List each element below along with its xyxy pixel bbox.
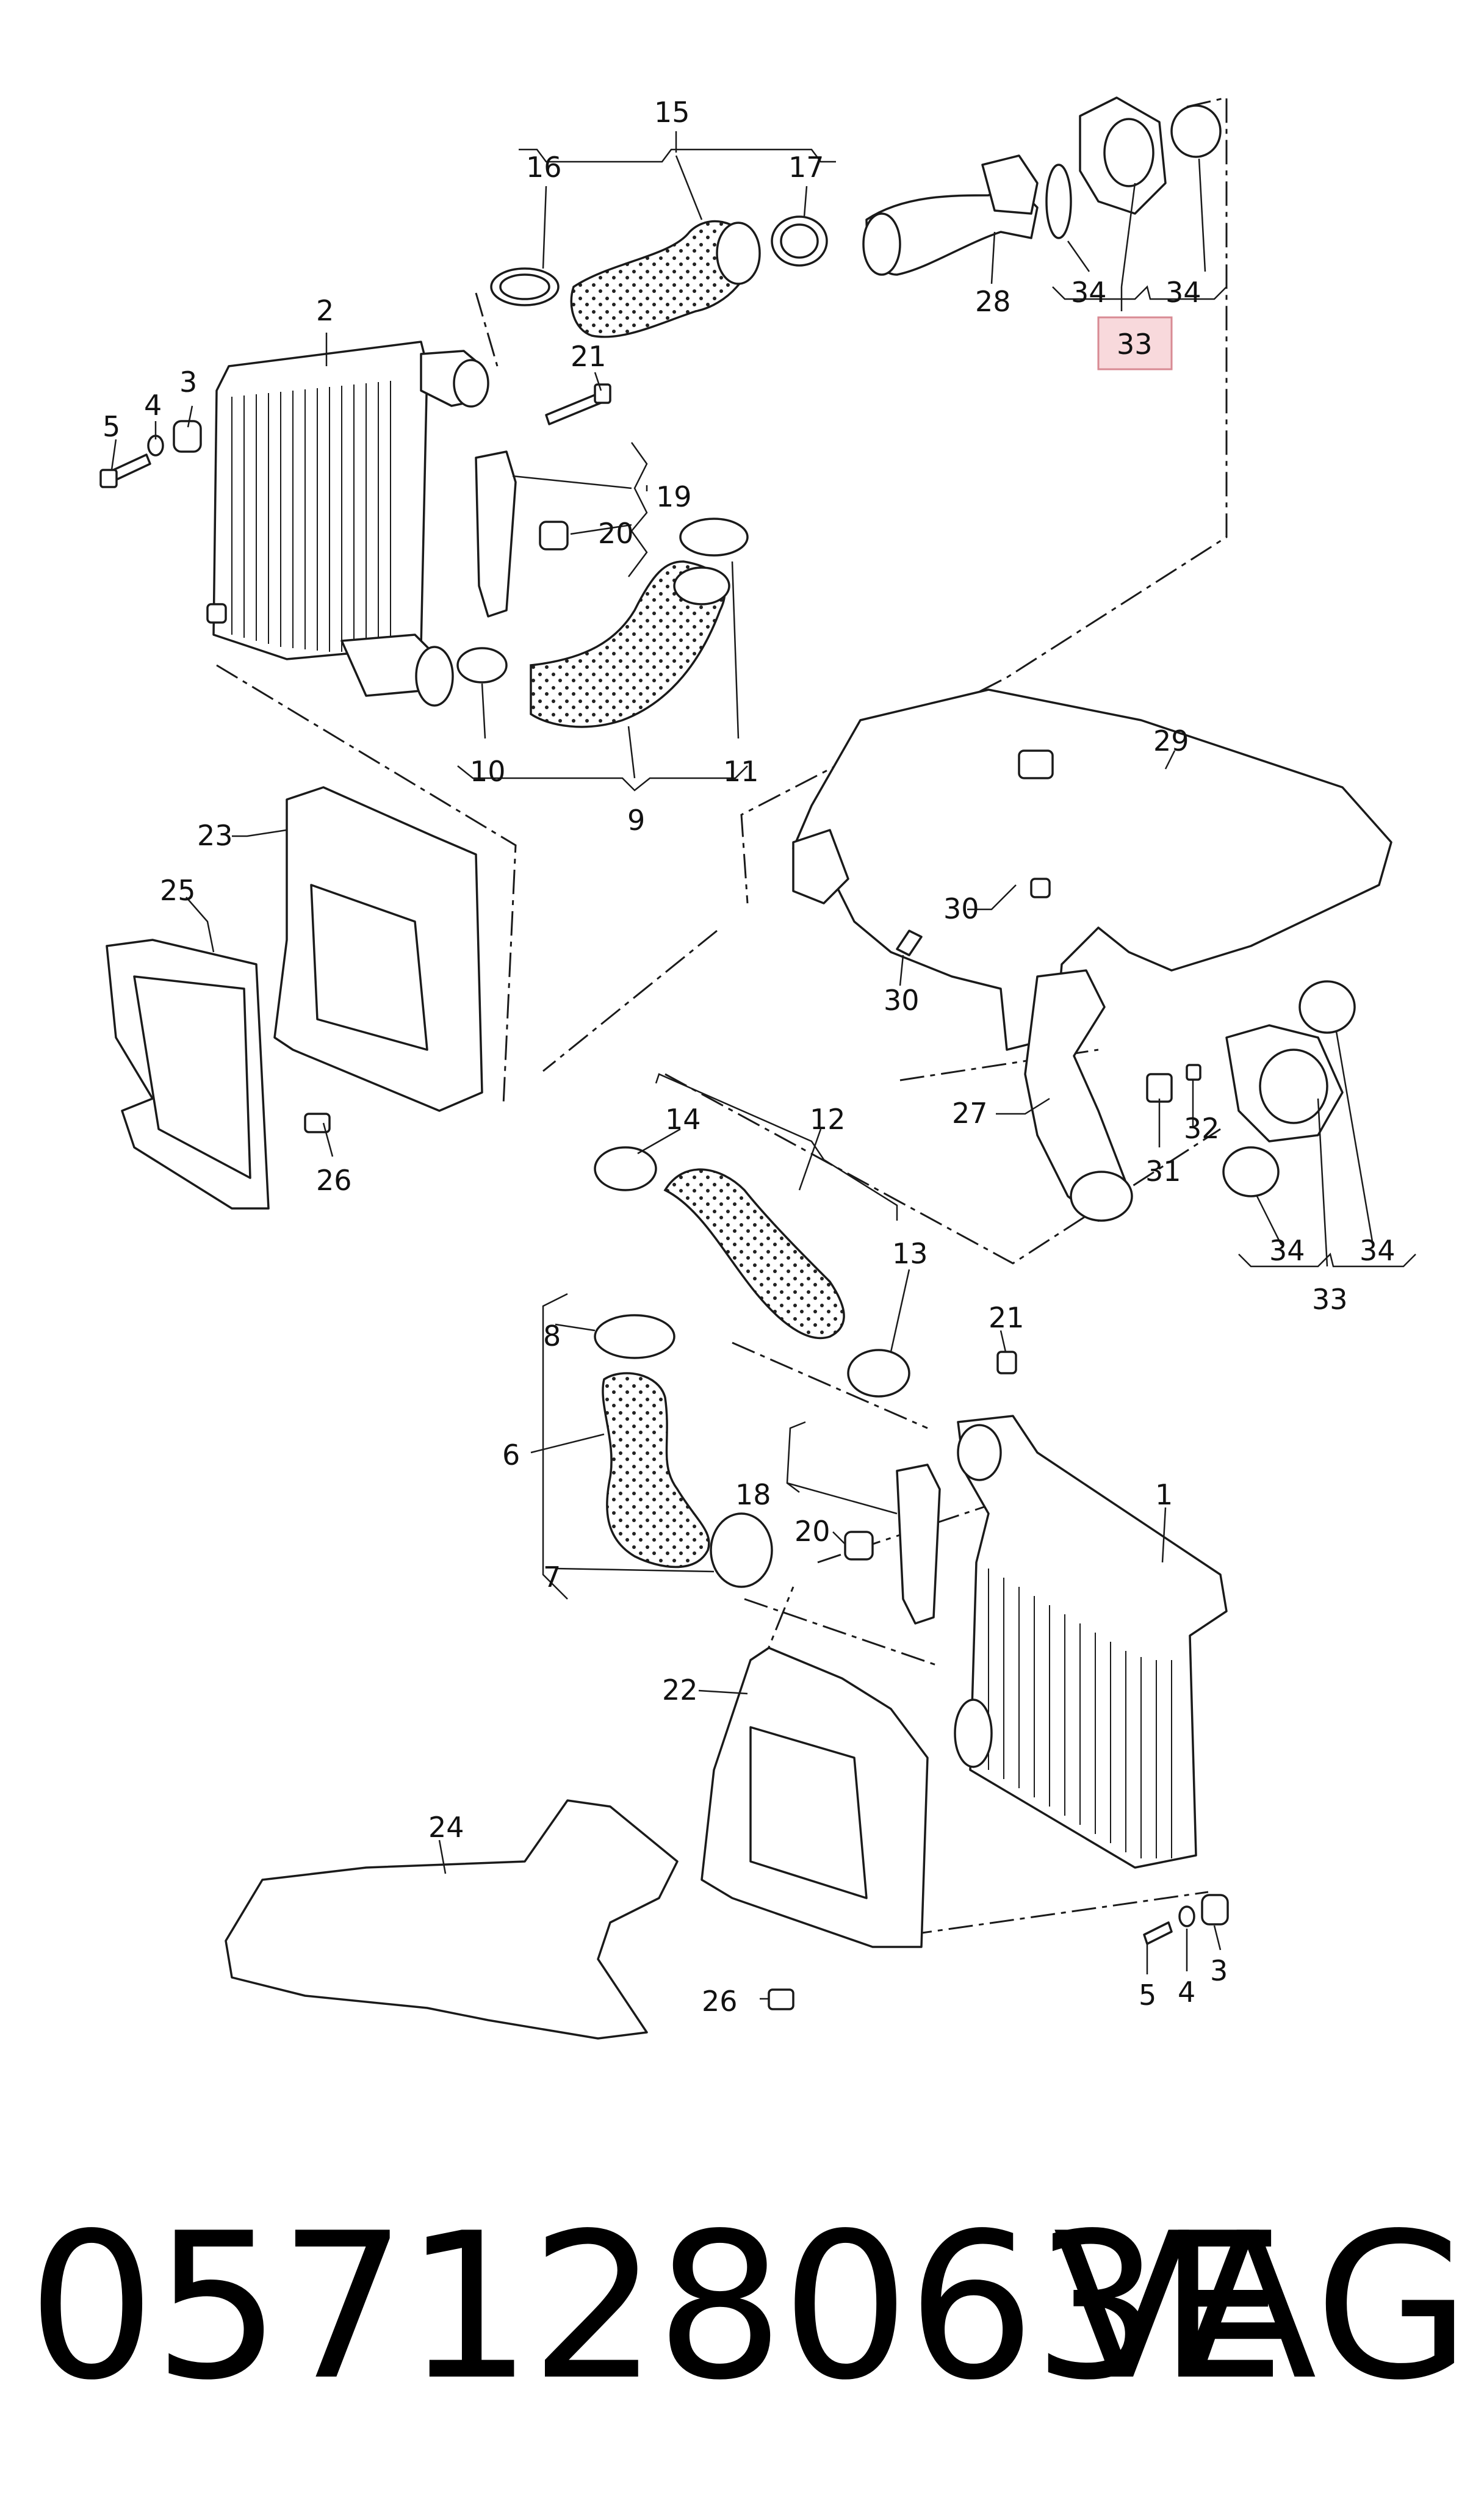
air-duct-23 [273,786,483,1112]
callout-34-upper-left: 34 [1071,276,1107,309]
callout-5-lower: 5 [1139,1979,1156,2012]
callout-28: 28 [975,285,1011,318]
callout-30-upper: 30 [943,892,979,925]
air-duct-24 [225,1799,679,2040]
upper-hose-assembly [490,215,828,338]
callout-34-lower-left: 34 [1269,1234,1305,1267]
bolt-26-upper [304,1113,331,1133]
callout-16: 16 [526,151,562,184]
flange-upper [1045,96,1222,239]
footer: 057128063E VAG [0,2173,1484,2441]
callout-33-lower: 33 [1312,1283,1348,1316]
brand-label: VAG [1053,2190,1472,2424]
callout-23: 23 [197,819,233,852]
callout-31: 31 [1145,1155,1181,1188]
callout-15: 15 [654,96,690,129]
callout-25: 25 [160,874,196,907]
callout-22: 22 [662,1673,698,1706]
callout-13: 13 [892,1237,928,1270]
hose-6-assembly [594,1314,773,1588]
callout-32: 32 [1184,1112,1220,1145]
pipe-27 [1024,969,1133,1222]
air-duct-22 [701,1647,929,1948]
callout-20-upper: 20 [598,517,634,550]
callout-4-lower: 4 [1178,1976,1195,2009]
callout-33-highlighted: 33 [1117,328,1153,361]
part-number: 057128063E [27,2190,1286,2424]
callout-6: 6 [502,1439,520,1471]
intercooler-lower-fins [988,1569,1172,1858]
callout-8: 8 [543,1320,561,1352]
bolt-washer-grommet-upper [99,420,202,488]
intake-manifold [792,688,1392,1051]
leader-lines [110,131,1416,2000]
callout-21-upper: 21 [571,340,607,373]
callout-24: 24 [428,1811,464,1844]
callout-12: 12 [810,1103,846,1136]
callout-5: 5 [103,410,120,443]
bolt-26-lower [768,1988,794,2010]
pipe-28 [862,154,1039,276]
bracket-lower [844,1351,1017,1625]
callout-21-lower: 21 [989,1301,1025,1334]
callout-19: 19 [656,480,692,513]
throttle-body-lower [1222,980,1356,1197]
sensor-31-32 [1146,1064,1201,1103]
intercooler-lower [954,1415,1228,1869]
studs-30 [896,878,1051,956]
callout-3: 3 [179,366,197,399]
callout-27: 27 [952,1097,988,1130]
highlight-box [1097,316,1173,370]
parts-diagram: 15 16 17 2 3 4 5 21 19 20 10 11 9 28 34 … [99,96,1416,2040]
callout-14: 14 [665,1103,701,1136]
mid-hose-assembly [594,1146,910,1398]
callout-18: 18 [735,1478,771,1511]
callout-20-lower: 20 [794,1515,830,1548]
callout-2: 2 [316,294,334,327]
callout-17: 17 [788,151,824,184]
callout-34-lower-right: 34 [1360,1234,1396,1267]
lower-hose-upper-section [456,518,749,728]
air-duct-25 [106,939,270,1210]
bolt-washer-grommet-lower [1143,1894,1229,1945]
callout-10: 10 [470,755,506,788]
callout-9: 9 [627,804,645,837]
bracket-upper [475,383,611,618]
callout-34-upper-right: 34 [1165,276,1201,309]
callout-26-lower: 26 [702,1985,738,2018]
intercooler-upper-fins [231,381,391,652]
callout-30-lower: 30 [884,984,920,1017]
callout-29: 29 [1153,724,1189,757]
callout-4: 4 [144,389,162,422]
callout-labels: 15 16 17 2 3 4 5 21 19 20 10 11 9 28 34 … [103,96,1396,2018]
intercooler-upper [206,341,489,707]
callout-7: 7 [543,1561,561,1594]
callout-26-upper: 26 [316,1164,352,1197]
callout-11: 11 [723,755,759,788]
callout-1: 1 [1155,1478,1173,1511]
callout-3-lower: 3 [1210,1954,1228,1987]
